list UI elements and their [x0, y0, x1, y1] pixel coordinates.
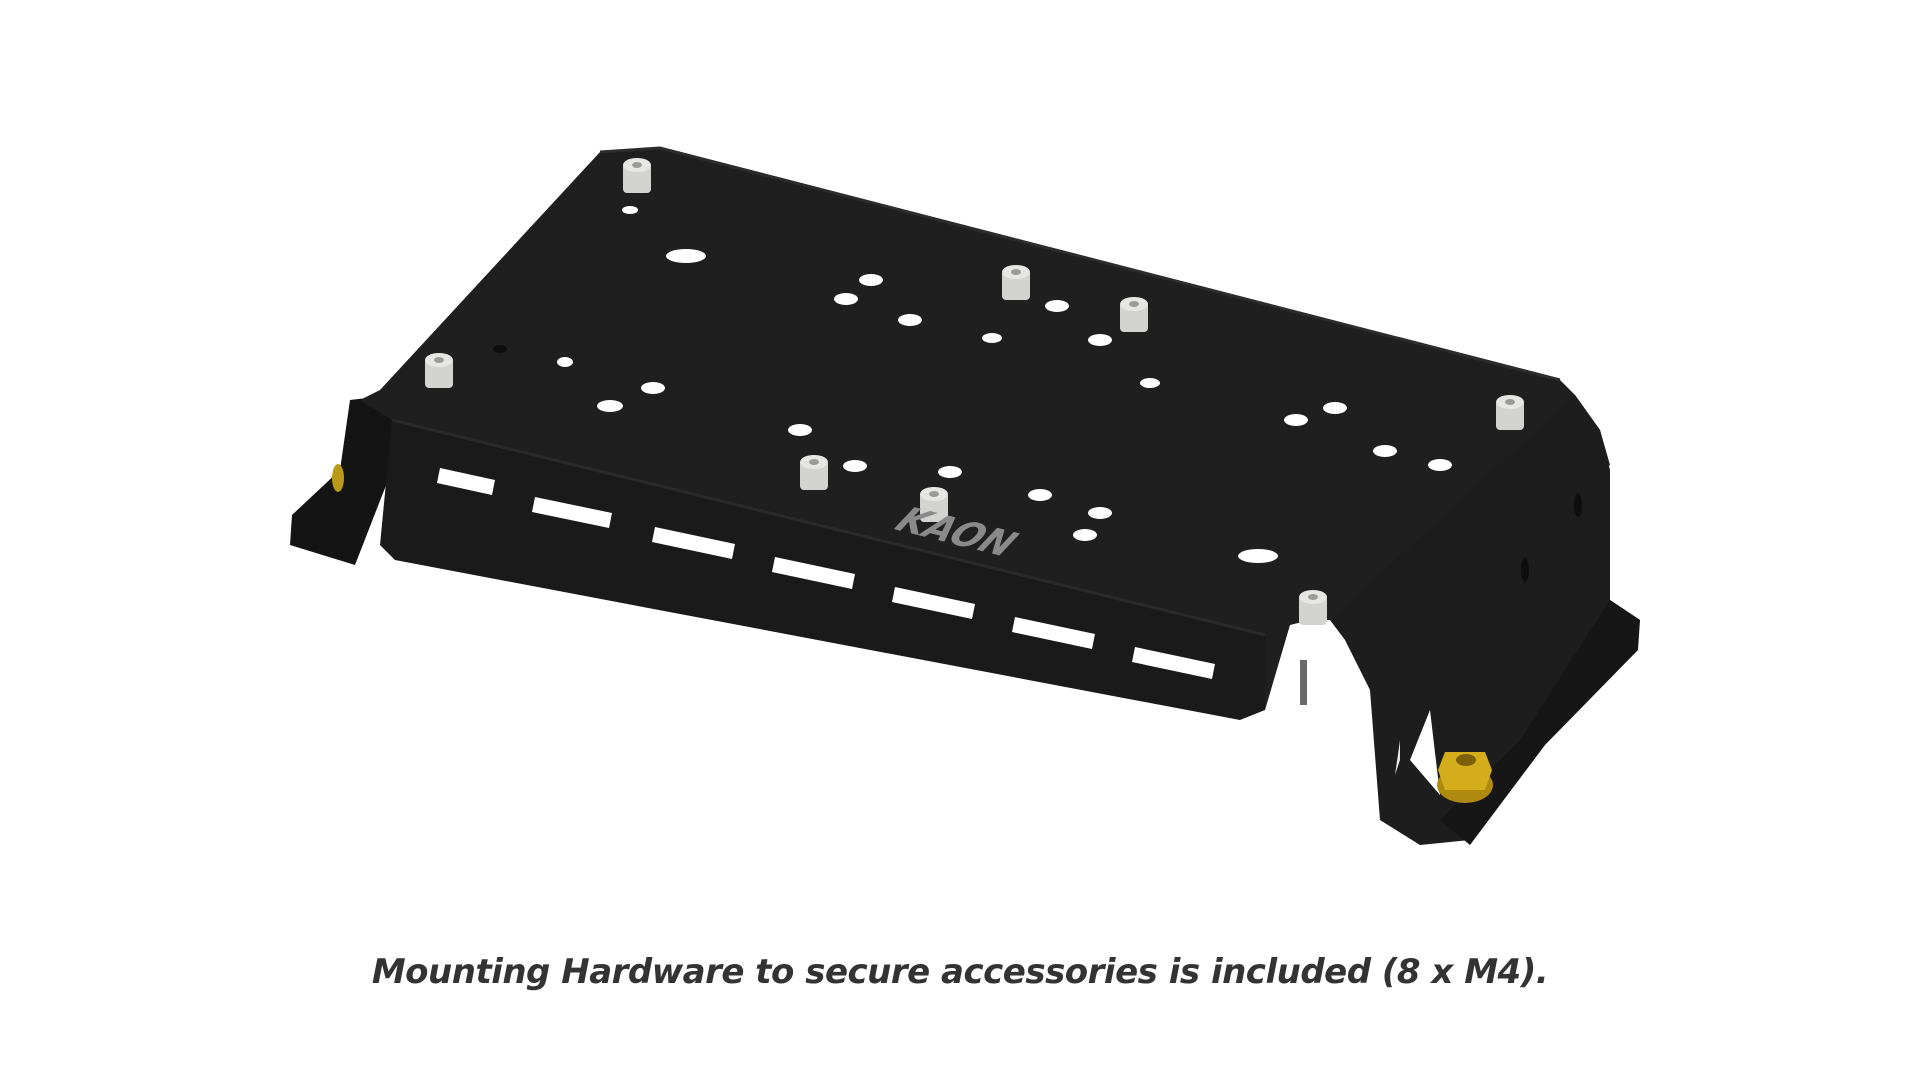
left-bracket-tab	[290, 395, 392, 565]
standoff	[1496, 395, 1524, 430]
standoff	[623, 158, 651, 193]
front-skirt	[380, 418, 1266, 720]
standoff	[1002, 265, 1030, 300]
plate-holes	[493, 206, 1452, 563]
standoffs	[425, 158, 1524, 625]
skirt-slots	[437, 468, 1215, 679]
standoff	[800, 455, 828, 490]
standoff	[1299, 590, 1327, 625]
right-bracket	[1300, 395, 1640, 845]
standoff	[920, 487, 948, 522]
caption-text: Mounting Hardware to secure accessories …	[371, 952, 1549, 992]
standoff	[1120, 297, 1148, 332]
standoff	[425, 353, 453, 388]
brass-flange-nut	[1437, 752, 1493, 803]
